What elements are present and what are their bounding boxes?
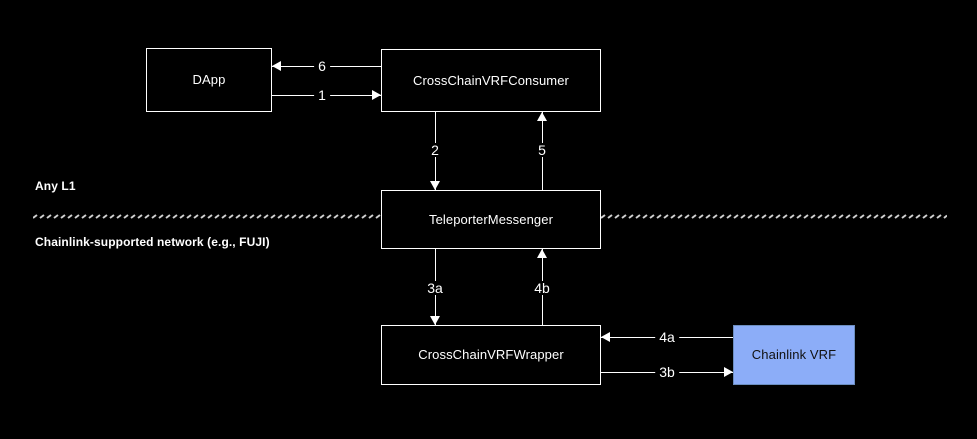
node-crosschainvrfwrapper[interactable]: CrossChainVRFWrapper (381, 325, 601, 385)
edge-arrowhead-6 (272, 61, 281, 71)
edge-label-3b: 3b (655, 365, 679, 379)
edge-label-6: 6 (314, 59, 330, 73)
edge-arrowhead-4a (601, 332, 610, 342)
node-crosschainvrfconsumer[interactable]: CrossChainVRFConsumer (381, 49, 601, 112)
edge-label-4a: 4a (655, 330, 679, 344)
node-chainlink-vrf[interactable]: Chainlink VRF (733, 325, 855, 385)
edge-arrowhead-1 (372, 90, 381, 100)
edge-arrowhead-3b (724, 367, 733, 377)
edge-label-5: 5 (534, 143, 550, 157)
edge-arrowhead-2 (430, 181, 440, 190)
edge-label-2: 2 (427, 143, 443, 157)
zone-label-any-l1: Any L1 (35, 179, 76, 193)
network-divider-left (33, 213, 381, 221)
edge-arrowhead-3a (430, 316, 440, 325)
zone-label-chainlink-network: Chainlink-supported network (e.g., FUJI) (35, 235, 270, 249)
node-teleportermessenger[interactable]: TeleporterMessenger (381, 190, 601, 249)
edge-label-4b: 4b (530, 281, 554, 295)
network-divider-right (601, 213, 947, 221)
node-dapp[interactable]: DApp (146, 48, 272, 112)
edge-arrowhead-5 (537, 112, 547, 121)
edge-arrowhead-4b (537, 249, 547, 258)
edge-label-1: 1 (314, 88, 330, 102)
edge-label-3a: 3a (423, 281, 447, 295)
